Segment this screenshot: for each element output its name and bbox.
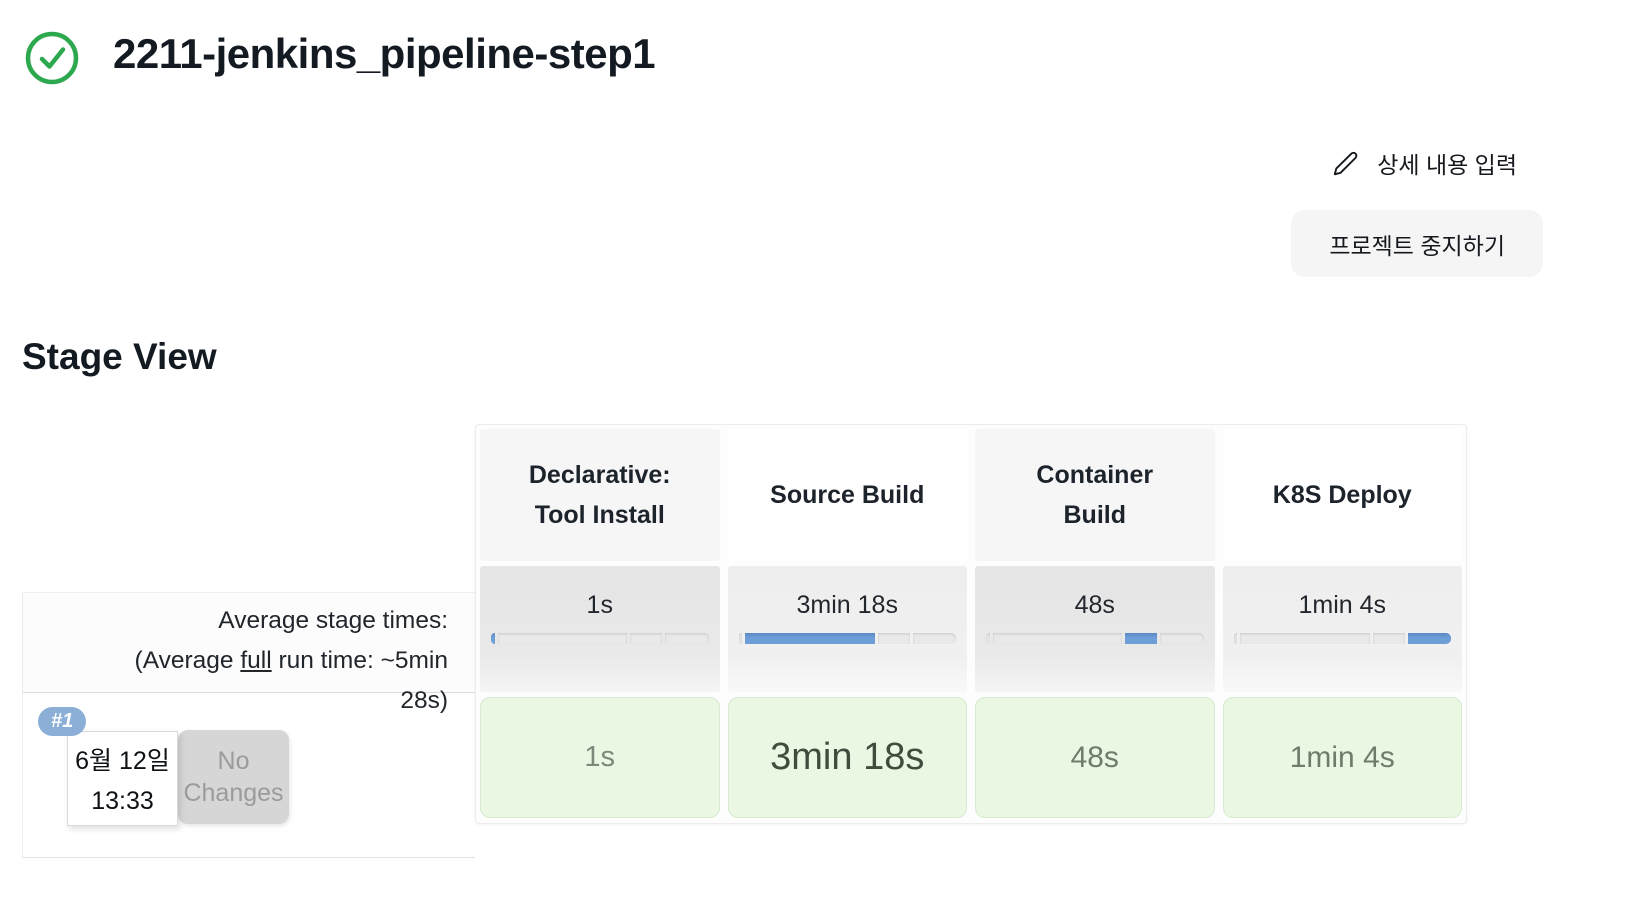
stage-column-header: Source Build	[727, 429, 967, 561]
stop-project-button[interactable]: 프로젝트 중지하기	[1291, 210, 1543, 277]
stage-duration-bar	[1233, 633, 1451, 644]
average-stage-time-cell: 48s	[975, 566, 1215, 692]
stage-view-title: Stage View	[22, 336, 217, 377]
run-id-badge[interactable]: #1	[38, 707, 87, 736]
page-title: 2211-jenkins_pipeline-step1	[113, 30, 656, 77]
average-stage-time-cell: 1min 4s	[1222, 566, 1462, 692]
run-date: 6월 12일	[75, 747, 170, 776]
pencil-icon	[1334, 151, 1358, 175]
average-stage-time-cell: 1s	[480, 566, 720, 692]
average-stage-times-label: Average stage times: (Average full run t…	[134, 607, 448, 714]
stage-duration-bar	[491, 633, 709, 644]
stage-column-header: Container Build	[975, 429, 1215, 561]
build-status-success-icon	[25, 31, 79, 85]
run-date-card[interactable]: 6월 12일 13:33	[67, 731, 178, 826]
stage-column-header: Declarative: Tool Install	[480, 429, 720, 561]
stage-result-cell[interactable]: 1s	[480, 697, 720, 818]
no-changes-badge: No Changes	[178, 730, 289, 824]
average-times-left-panel	[22, 592, 475, 692]
stage-result-cell[interactable]: 48s	[975, 697, 1215, 818]
edit-details-label: 상세 내용 입력	[1377, 152, 1517, 178]
stage-column-header: K8S Deploy	[1222, 429, 1462, 561]
stage-view-table: Declarative: Tool Install Source Build C…	[475, 424, 1467, 824]
average-stage-time-cell: 3min 18s	[727, 566, 967, 692]
run-time: 13:33	[91, 786, 154, 815]
stage-duration-bar	[986, 633, 1204, 644]
stage-result-cell[interactable]: 3min 18s	[727, 697, 967, 818]
edit-details-link[interactable]: 상세 내용 입력	[1332, 146, 1517, 180]
stage-duration-bar	[738, 633, 956, 644]
stage-result-cell[interactable]: 1min 4s	[1222, 697, 1462, 818]
